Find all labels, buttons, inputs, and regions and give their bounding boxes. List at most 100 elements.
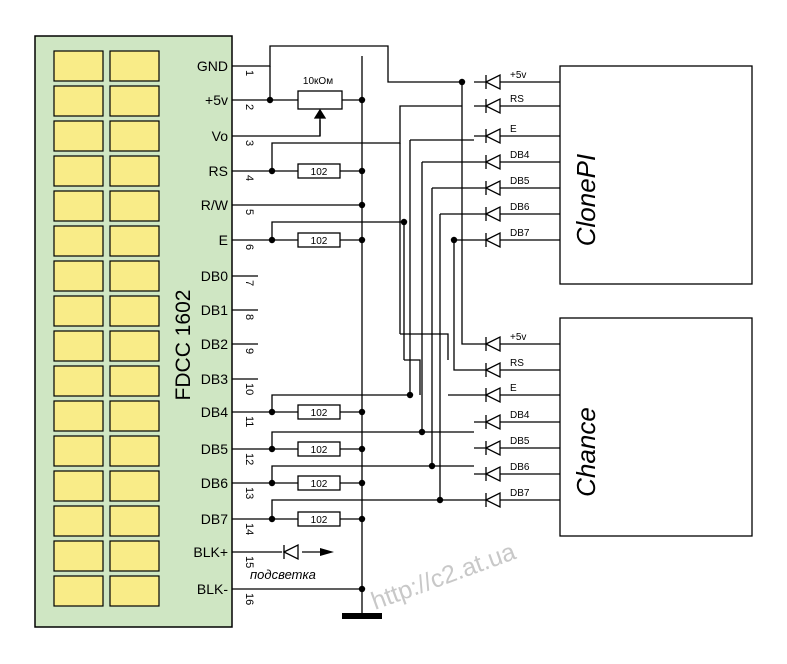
signal-label: DB4 — [510, 150, 530, 161]
resistor-label: 102 — [311, 515, 328, 526]
ground-symbol — [342, 613, 382, 619]
junction-dot — [268, 515, 276, 523]
signal-label: DB5 — [510, 176, 530, 187]
lcd-cell — [109, 470, 160, 502]
resistor-label: 102 — [311, 479, 328, 490]
pin-number: 6 — [243, 244, 255, 250]
junction-dot — [358, 96, 366, 104]
signal-label: DB7 — [510, 228, 530, 239]
programmer-name: ClonePI — [571, 154, 601, 247]
pin-label: BLK- — [197, 581, 228, 597]
pin-label: DB6 — [201, 475, 228, 491]
lcd-cell — [53, 120, 104, 152]
lcd-cell — [109, 505, 160, 537]
lcd-cell — [109, 155, 160, 187]
lcd-cell — [109, 295, 160, 327]
lcd-character-cells — [53, 50, 160, 607]
signal-label: RS — [510, 358, 524, 369]
lcd-cell — [53, 260, 104, 292]
pin-number: 4 — [243, 175, 255, 181]
programmer-connectors: ClonePI+5vRSEDB4DB5DB6DB7Chance+5vRSEDB4… — [474, 65, 753, 537]
pin-label: DB7 — [201, 511, 228, 527]
signal-label: DB7 — [510, 488, 530, 499]
junction-dot — [458, 78, 466, 86]
lcd-cell — [109, 260, 160, 292]
resistor-label: 102 — [311, 408, 328, 419]
pin-number: 11 — [243, 416, 255, 427]
junction-dot — [436, 496, 444, 504]
junction-dot — [400, 218, 408, 226]
pin-label: Vo — [212, 128, 229, 144]
pin-number: 7 — [243, 280, 255, 286]
lcd-cell — [109, 190, 160, 222]
junction-dot — [428, 462, 436, 470]
diode — [484, 205, 501, 223]
signal-label: RS — [510, 94, 524, 105]
diode — [484, 127, 501, 145]
resistor-label: 102 — [311, 445, 328, 456]
lcd-cell — [53, 85, 104, 117]
lcd-cell — [53, 50, 104, 82]
diode — [484, 386, 501, 404]
lcd-cell — [53, 435, 104, 467]
lcd-cell — [53, 505, 104, 537]
junction-dot — [266, 96, 274, 104]
lcd-cell — [53, 365, 104, 397]
diode — [484, 179, 501, 197]
pin-label: E — [219, 232, 228, 248]
lcd-cell — [53, 190, 104, 222]
programmer-name: Chance — [571, 407, 601, 497]
diode — [484, 73, 501, 91]
wiring — [232, 45, 474, 616]
junction-dot — [358, 408, 366, 416]
lcd-cell — [109, 365, 160, 397]
signal-label: E — [510, 124, 517, 135]
junction-dot — [358, 515, 366, 523]
backlight-label: подсветка — [250, 567, 316, 582]
lcd-cell — [53, 575, 104, 607]
resistor-label: 102 — [311, 236, 328, 247]
lcd-cell — [109, 400, 160, 432]
junction-dot — [358, 585, 366, 593]
display-model-label: FDCC 1602 — [172, 290, 195, 401]
lcd-cell — [109, 575, 160, 607]
resistor — [297, 441, 341, 457]
pin-number: 10 — [243, 383, 255, 395]
watermark: http://c2.at.ua — [367, 537, 519, 615]
pin-label: DB3 — [201, 371, 228, 387]
signal-label: E — [510, 383, 517, 394]
pin-number: 8 — [243, 314, 255, 320]
lcd-cell — [109, 330, 160, 362]
pin-label: DB2 — [201, 336, 228, 352]
lcd-cell — [53, 225, 104, 257]
signal-label: DB4 — [510, 410, 530, 421]
pin-label: RS — [209, 163, 228, 179]
signal-label: DB6 — [510, 462, 530, 473]
signal-label: +5v — [510, 70, 526, 81]
pin-number: 14 — [243, 523, 255, 535]
junction-dot — [268, 408, 276, 416]
pin-number: 9 — [243, 348, 255, 354]
pin-label: R/W — [201, 197, 229, 213]
resistor — [297, 511, 341, 527]
resistor — [297, 232, 341, 248]
junction-dot — [358, 201, 366, 209]
pin-number: 13 — [243, 487, 255, 499]
pin-number: 2 — [243, 104, 255, 110]
junction-dot — [418, 428, 426, 436]
lcd-cell — [53, 540, 104, 572]
junction-dot — [358, 445, 366, 453]
diode — [484, 361, 501, 379]
junction-dot — [358, 236, 366, 244]
junction-dot — [268, 167, 276, 175]
diode — [484, 491, 501, 509]
potentiometer-label: 10кОм — [303, 76, 333, 87]
diode — [484, 153, 501, 171]
junction-dot — [358, 167, 366, 175]
junction-dot — [268, 236, 276, 244]
pin-label: DB5 — [201, 441, 228, 457]
